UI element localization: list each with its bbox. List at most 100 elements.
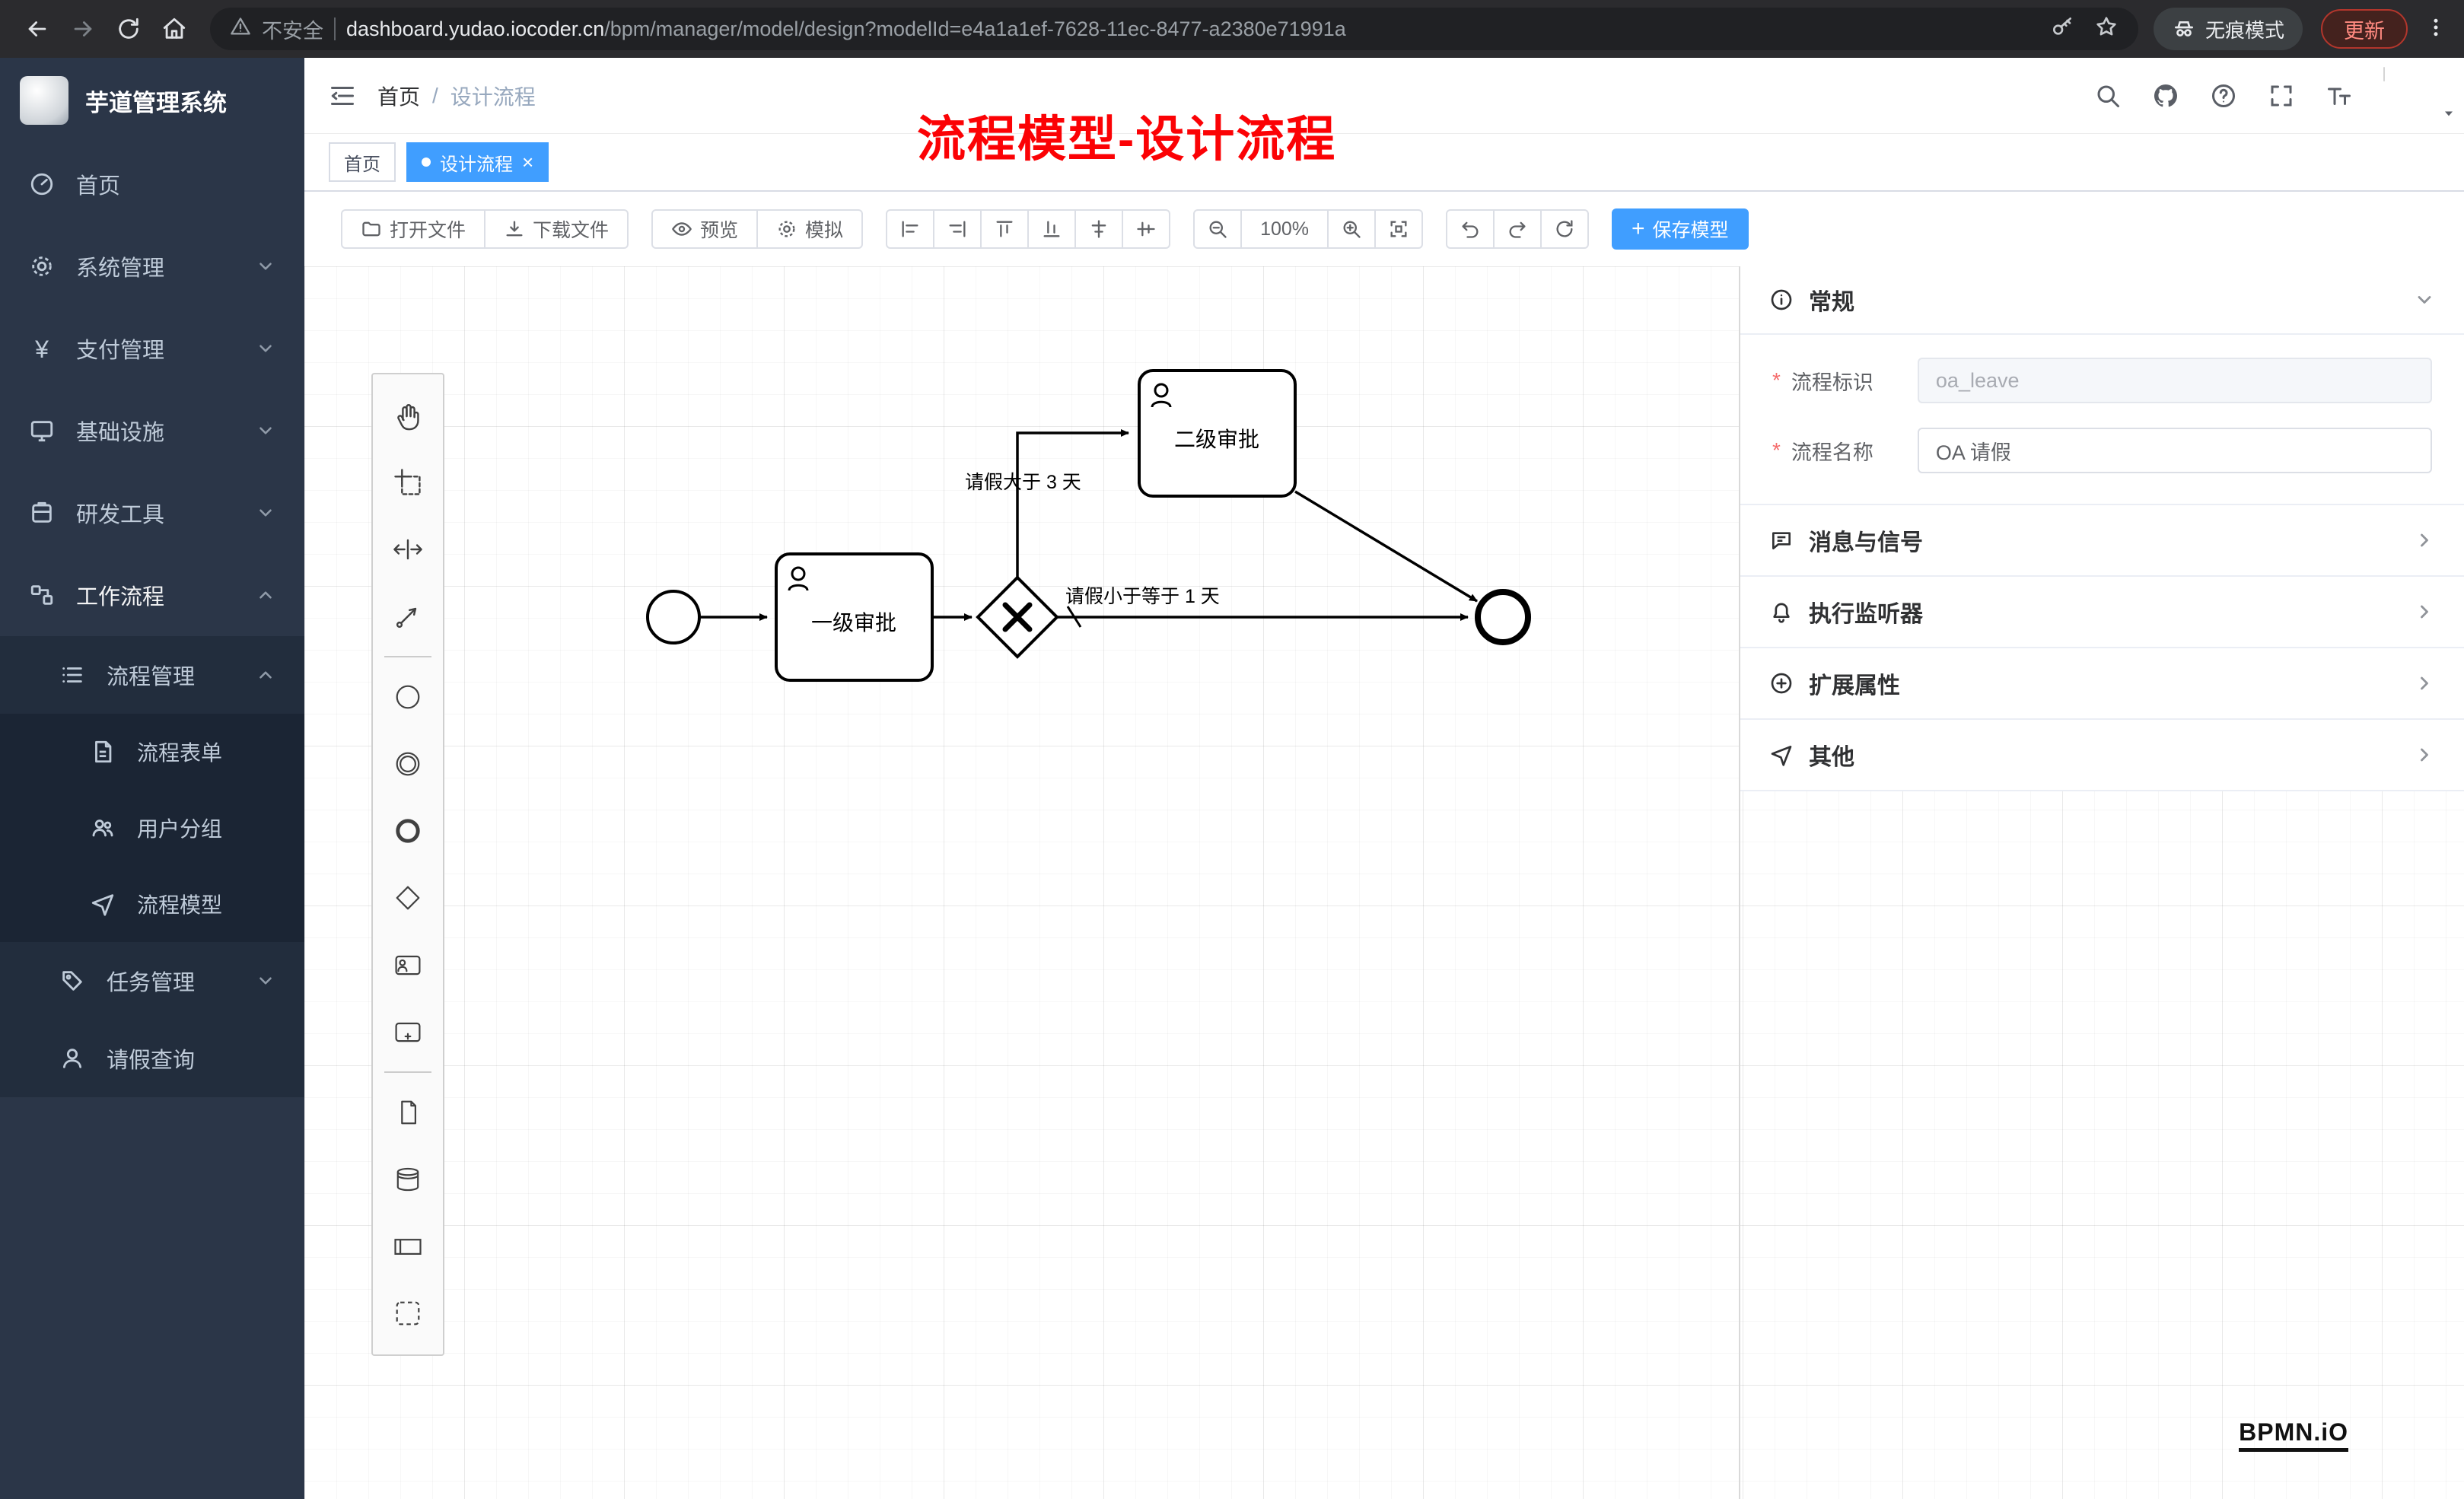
create-participant-icon[interactable] — [377, 1213, 438, 1280]
create-end-event-icon[interactable] — [377, 797, 438, 864]
global-connect-tool-icon[interactable] — [377, 583, 438, 650]
required-asterisk: * — [1772, 438, 1781, 462]
restart-button[interactable] — [1542, 209, 1590, 249]
redo-button[interactable] — [1495, 209, 1542, 249]
sidebar-item-devtools[interactable]: 研发工具 — [0, 472, 304, 554]
align-middle-icon — [1137, 221, 1155, 237]
space-tool-icon[interactable] — [377, 516, 438, 583]
breadcrumb-separator: / — [432, 83, 438, 107]
create-data-object-icon[interactable] — [377, 1079, 438, 1146]
create-intermediate-event-icon[interactable] — [377, 730, 438, 797]
create-data-store-icon[interactable] — [377, 1146, 438, 1213]
panel-section-ext-attrs[interactable]: 扩展属性 — [1740, 648, 2464, 720]
tab-home[interactable]: 首页 — [329, 142, 396, 182]
sidebar-item-system[interactable]: 系统管理 — [0, 225, 304, 307]
search-icon[interactable] — [2094, 82, 2122, 110]
sidebar-item-task-mgmt[interactable]: 任务管理 — [0, 942, 304, 1020]
save-model-button[interactable]: + 保存模型 — [1612, 208, 1749, 250]
bpmn-io-logo[interactable]: BPMN.iO — [2239, 1418, 2348, 1452]
sequence-flow-gateway-to-end[interactable]: 请假小于等于 1 天 — [1057, 586, 1469, 628]
undo-button[interactable] — [1446, 209, 1495, 249]
back-icon[interactable] — [17, 8, 58, 49]
zoom-reset-button[interactable] — [1376, 209, 1424, 249]
comment-icon — [1772, 532, 1791, 549]
zoom-out-button[interactable] — [1193, 209, 1243, 249]
annotation-title: 流程模型-设计流程 — [917, 112, 1337, 167]
start-event-node[interactable] — [646, 590, 701, 644]
sidebar-item-workflow[interactable]: 工作流程 — [0, 554, 304, 636]
password-key-icon[interactable] — [2050, 14, 2074, 44]
sidebar-item-label: 请假查询 — [107, 1049, 196, 1073]
sidebar-item-process-model[interactable]: 流程模型 — [0, 866, 304, 942]
sidebar-item-home[interactable]: 首页 — [0, 143, 304, 225]
sidebar-item-user-group[interactable]: 用户分组 — [0, 790, 304, 866]
end-event-node[interactable] — [1475, 589, 1531, 645]
create-gateway-icon[interactable] — [377, 864, 438, 931]
send-icon — [1771, 746, 1792, 766]
font-size-icon[interactable] — [2326, 82, 2353, 110]
chrome-update-button[interactable]: 更新 — [2321, 9, 2408, 49]
align-bottom-button[interactable] — [1029, 209, 1077, 249]
sidebar-item-label: 研发工具 — [76, 503, 165, 527]
zoom-in-button[interactable] — [1329, 209, 1377, 249]
address-bar[interactable]: 不安全 dashboard.yudao.iocoder.cn/bpm/manag… — [210, 8, 2138, 50]
chrome-menu-icon[interactable] — [2424, 16, 2447, 43]
process-name-input[interactable] — [1917, 428, 2432, 473]
sequence-flow-gateway-to-task2[interactable]: 请假大于 3 天 — [965, 429, 1129, 578]
user-task-node-1[interactable]: 一级审批 — [775, 552, 934, 682]
reload-icon[interactable] — [108, 8, 149, 49]
chevron-down-icon — [256, 971, 275, 991]
plus-icon: + — [1632, 216, 1645, 241]
sidebar-item-process-mgmt[interactable]: 流程管理 — [0, 636, 304, 714]
preview-button[interactable]: 预览 — [651, 209, 759, 249]
home-icon[interactable] — [154, 8, 195, 49]
fullscreen-icon[interactable] — [2268, 82, 2295, 110]
section-title: 其他 — [1809, 745, 1854, 770]
create-subprocess-icon[interactable] — [377, 998, 438, 1065]
user-task-node-2[interactable]: 二级审批 — [1138, 369, 1297, 498]
bookmark-star-icon[interactable] — [2094, 14, 2119, 44]
update-label: 更新 — [2344, 19, 2385, 43]
exclusive-gateway-node[interactable] — [976, 575, 1059, 659]
forward-icon[interactable] — [62, 8, 103, 49]
create-start-event-icon[interactable] — [377, 664, 438, 730]
align-center-button[interactable] — [1076, 209, 1124, 249]
app-logo-row[interactable]: 芋道管理系统 — [0, 58, 304, 143]
lasso-tool-icon[interactable] — [377, 449, 438, 516]
tab-close-icon[interactable]: × — [522, 151, 534, 173]
sidebar-item-payment[interactable]: ¥ 支付管理 — [0, 307, 304, 390]
align-middle-button[interactable] — [1123, 209, 1171, 249]
zoom-reset-icon — [1390, 221, 1407, 237]
create-group-icon[interactable] — [377, 1280, 438, 1347]
panel-section-listeners[interactable]: 执行监听器 — [1740, 577, 2464, 648]
panel-section-other[interactable]: 其他 — [1740, 720, 2464, 791]
align-top-button[interactable] — [982, 209, 1030, 249]
github-icon[interactable] — [2152, 82, 2179, 110]
download-file-button[interactable]: 下载文件 — [485, 209, 629, 249]
tab-label: 首页 — [344, 154, 380, 175]
align-right-button[interactable] — [934, 209, 982, 249]
panel-section-general[interactable]: 常规 — [1740, 266, 2464, 335]
sidebar-item-leave-query[interactable]: 请假查询 — [0, 1020, 304, 1097]
create-user-task-icon[interactable] — [377, 931, 438, 998]
tab-design-process[interactable]: 设计流程 × — [406, 142, 549, 182]
process-key-input[interactable] — [1917, 358, 2432, 403]
breadcrumb-home[interactable]: 首页 — [377, 84, 421, 109]
collapse-sidebar-icon[interactable] — [329, 82, 356, 110]
panel-section-messages[interactable]: 消息与信号 — [1740, 505, 2464, 577]
sequence-flow-task2-to-end[interactable] — [1294, 490, 1478, 603]
incognito-badge: 无痕模式 — [2153, 8, 2303, 50]
open-file-button[interactable]: 打开文件 — [341, 209, 486, 249]
sidebar-item-infra[interactable]: 基础设施 — [0, 390, 304, 472]
sidebar-item-label: 流程模型 — [137, 893, 223, 917]
sidebar-item-process-form[interactable]: 流程表单 — [0, 714, 304, 790]
simulate-button[interactable]: 模拟 — [758, 209, 864, 249]
user-icon — [59, 1045, 85, 1071]
align-left-button[interactable] — [886, 209, 935, 249]
section-title: 执行监听器 — [1809, 602, 1923, 627]
user-avatar[interactable] — [2383, 66, 2453, 124]
hand-tool-icon[interactable] — [377, 382, 438, 449]
field-label: 流程名称 — [1791, 441, 1873, 464]
help-icon[interactable] — [2210, 82, 2237, 110]
